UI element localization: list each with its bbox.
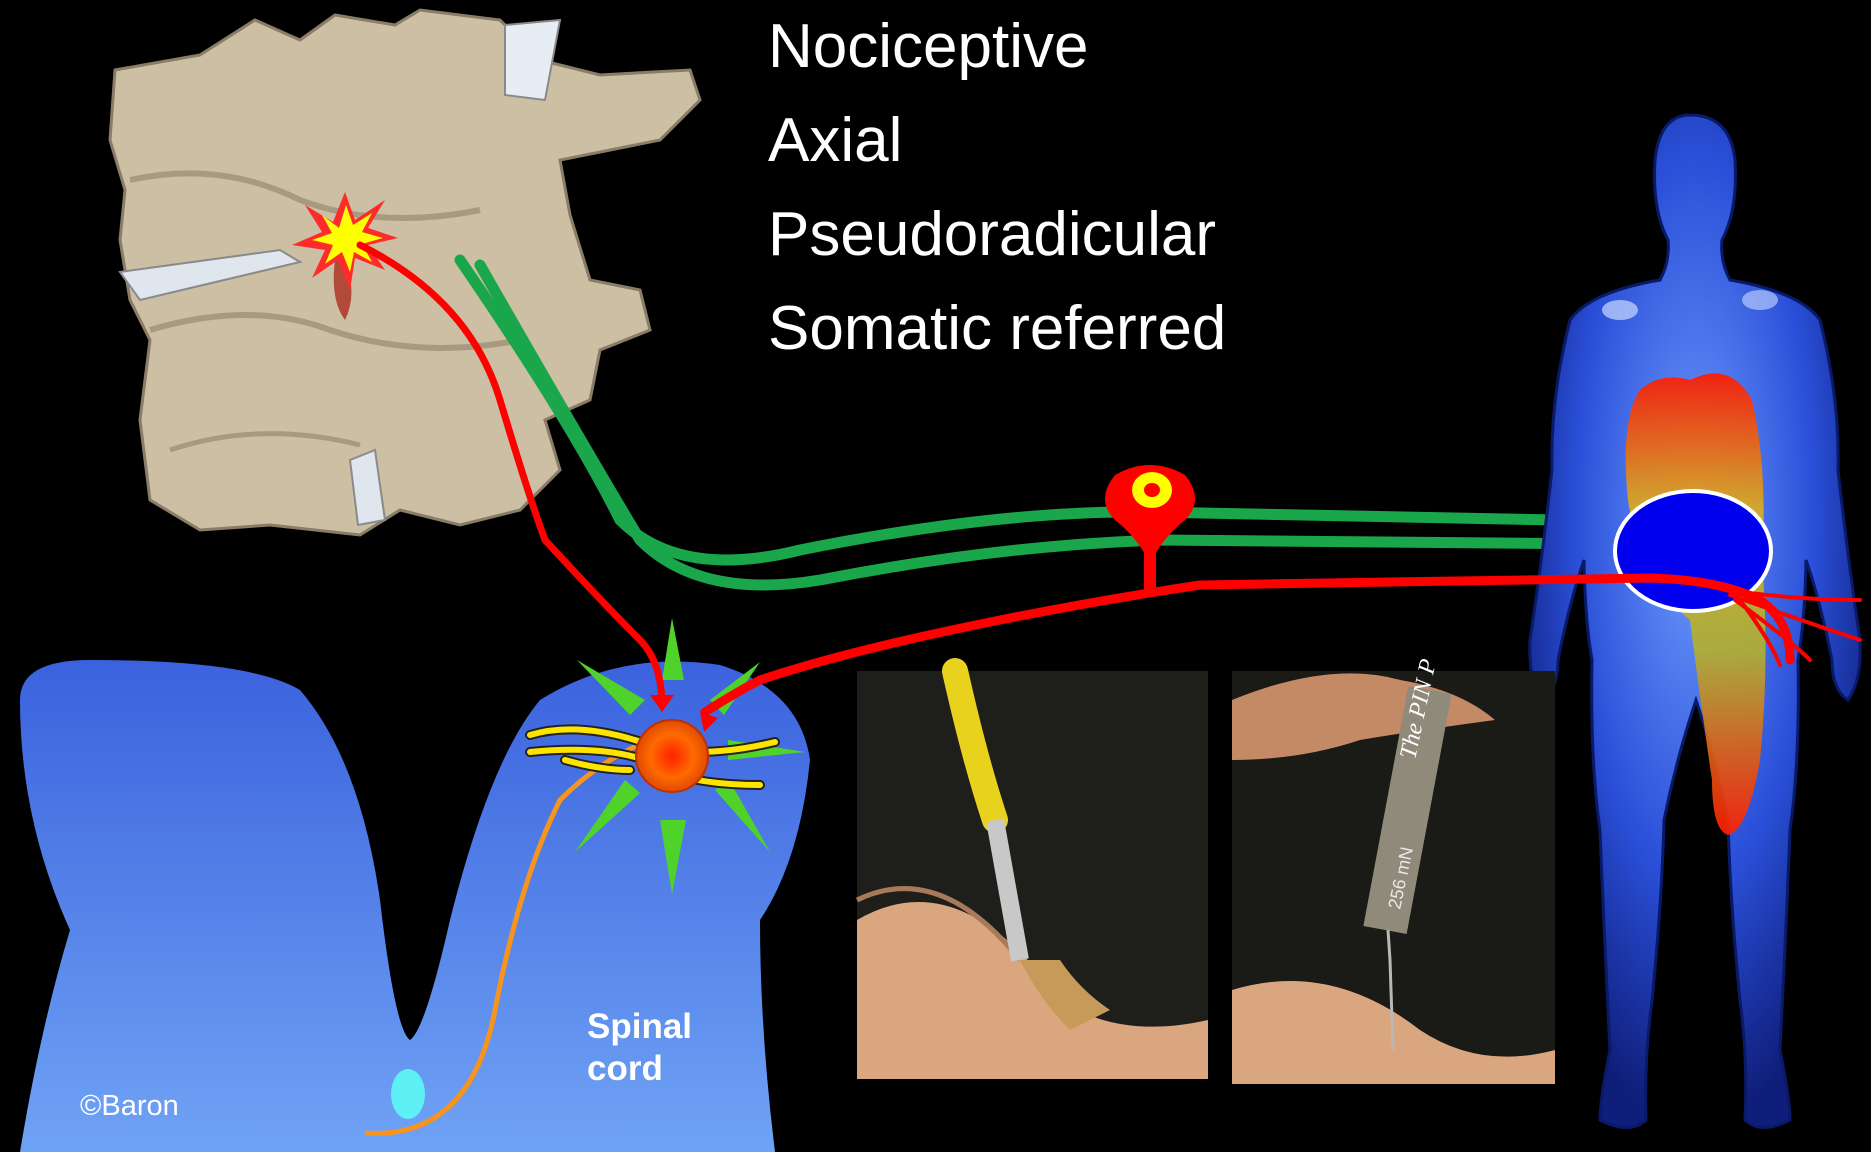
dorsal-root-ganglion-icon bbox=[1105, 465, 1195, 565]
spinal-cord-label-line2: cord bbox=[587, 1048, 692, 1090]
pin-prick-photo: The PIN P 256 mN bbox=[1232, 656, 1555, 1084]
spinal-cord-label-line1: Spinal bbox=[587, 1006, 692, 1048]
pain-term-somatic-referred: Somatic referred bbox=[768, 282, 1226, 376]
pain-term-nociceptive: Nociceptive bbox=[768, 0, 1226, 94]
copyright-credit: ©Baron bbox=[80, 1090, 179, 1123]
pain-term-pseudoradicular: Pseudoradicular bbox=[768, 188, 1226, 282]
pain-term-axial: Axial bbox=[768, 94, 1226, 188]
pain-type-list: Nociceptive Axial Pseudoradicular Somati… bbox=[768, 0, 1226, 376]
central-canal bbox=[391, 1069, 425, 1119]
brush-photo bbox=[857, 671, 1208, 1079]
spinal-cord-label: Spinal cord bbox=[587, 1006, 692, 1090]
